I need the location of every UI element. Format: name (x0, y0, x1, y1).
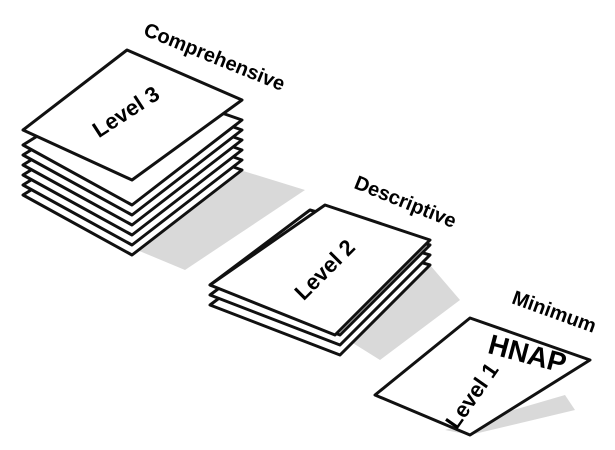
stack-comprehensive-sheets (21, 48, 244, 257)
sheet-top (21, 48, 244, 182)
stack-descriptive: Level 2 Descriptive (208, 172, 460, 360)
stack-descriptive-sheets (208, 203, 432, 357)
sheet-top (373, 316, 592, 437)
stack-comprehensive-shadow (125, 170, 305, 270)
stack-comprehensive: Level 3 Comprehensive (21, 19, 305, 270)
tier-label-minimum: Minimum (509, 287, 599, 338)
stack-minimum: HNAP Level 1 Minimum (373, 287, 599, 437)
sheet-top (208, 203, 432, 337)
stack-descriptive-shadow (340, 265, 460, 360)
